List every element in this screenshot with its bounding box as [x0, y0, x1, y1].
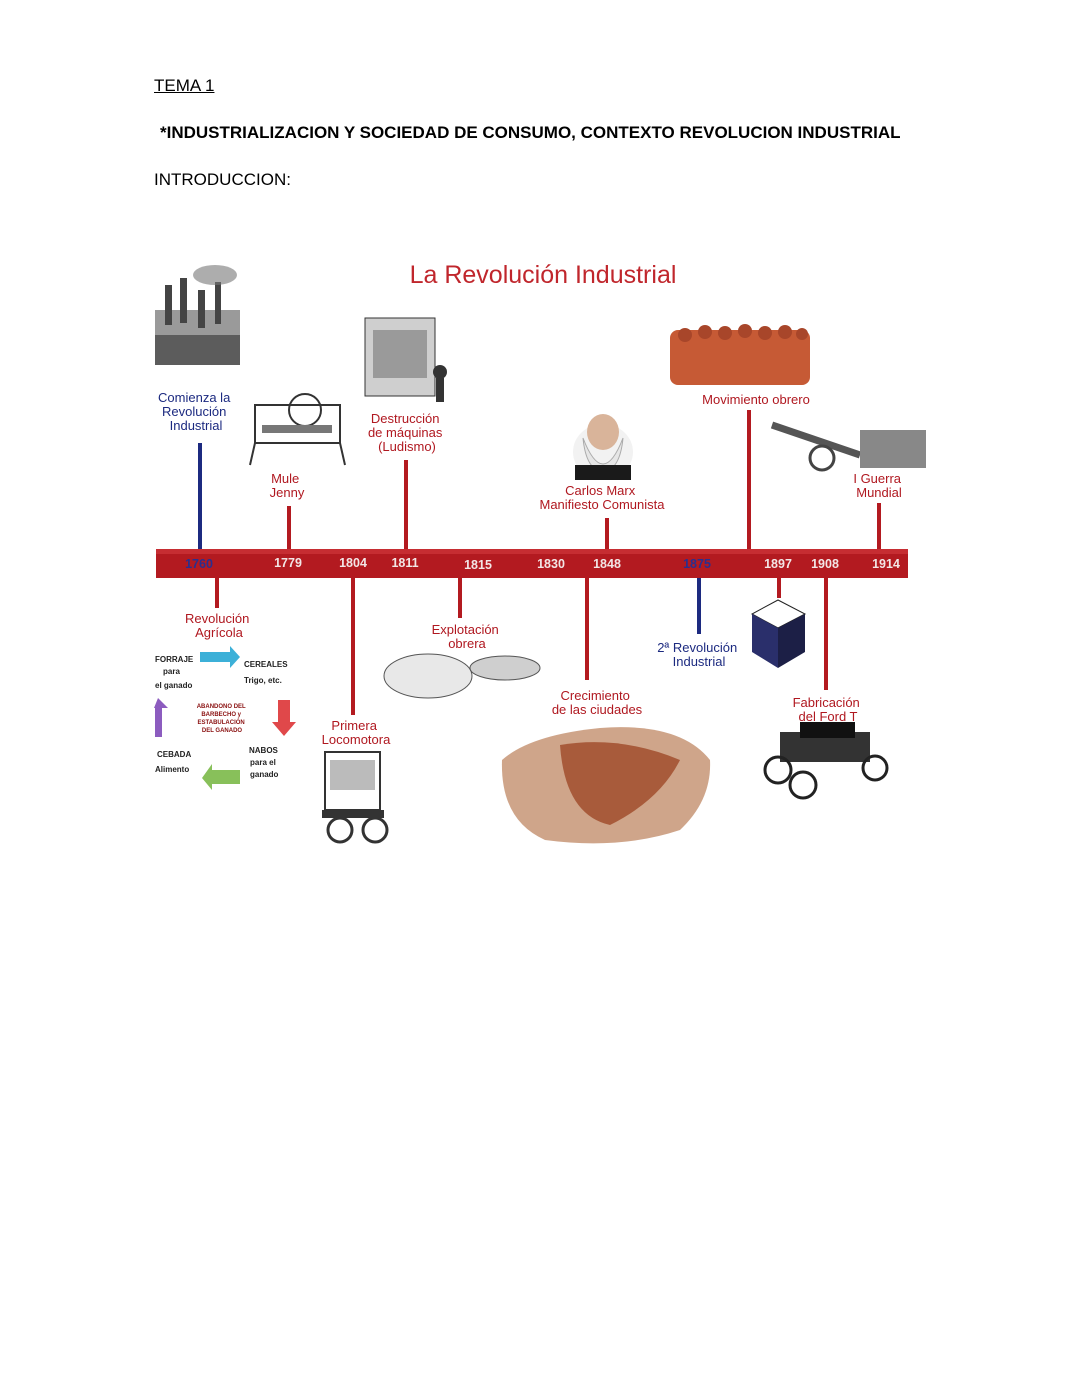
- year-1914: 1914: [872, 557, 900, 571]
- connector-lines: [198, 410, 881, 715]
- cycle-cereales: CEREALES Trigo, etc.: [244, 660, 290, 685]
- loom-image: [364, 317, 447, 402]
- label-comienza: Comienza la Revolución Industrial: [158, 390, 234, 433]
- year-1779: 1779: [274, 556, 302, 570]
- ford-t-image: [763, 722, 889, 800]
- label-locomotora: Primera Locomotora: [322, 718, 391, 747]
- year-1897: 1897: [764, 557, 792, 571]
- workers-crowd-image: [670, 324, 810, 385]
- label-guerra: I Guerra Mundial: [853, 471, 904, 500]
- label-movimiento: Movimiento obrero: [702, 392, 810, 407]
- label-agricola: Revolución Agrícola: [185, 611, 253, 640]
- label-marx: Carlos Marx Manifiesto Comunista: [540, 483, 666, 512]
- arrow-up-icon: [154, 698, 168, 737]
- year-1875: 1875: [683, 557, 711, 571]
- label-explotacion: Explotación obrera: [432, 622, 503, 651]
- year-1811: 1811: [391, 556, 418, 570]
- label-segunda-revolucion: 2ª Revolución Industrial: [657, 640, 741, 669]
- year-1760: 1760: [185, 557, 213, 571]
- year-1830: 1830: [537, 557, 565, 571]
- label-mule-jenny: Mule Jenny: [270, 471, 305, 500]
- cycle-cebada: CEBADA Alimento: [155, 750, 193, 774]
- cycle-forraje: FORRAJE para el ganado: [155, 655, 195, 690]
- cube-image: [750, 599, 807, 668]
- crop-rotation-cycle: FORRAJE para el ganado CEREALES Trigo, e…: [154, 646, 296, 790]
- label-ciudades: Crecimiento de las ciudades: [552, 688, 643, 717]
- arrow-right-icon: [200, 646, 240, 668]
- year-1804: 1804: [339, 556, 367, 570]
- locomotive-image: [322, 751, 389, 844]
- artillery-image: [770, 421, 926, 472]
- exploited-worker-image: [383, 653, 541, 699]
- year-1908: 1908: [811, 557, 839, 571]
- city-map-image: [501, 727, 711, 844]
- year-1848: 1848: [593, 557, 621, 571]
- mule-jenny-image: [249, 393, 346, 466]
- document-title: *INDUSTRIALIZACION Y SOCIEDAD DE CONSUMO…: [160, 123, 901, 142]
- label-ludismo: Destrucción de máquinas (Ludismo): [368, 411, 446, 454]
- arrow-down-icon: [272, 700, 296, 736]
- year-1815: 1815: [464, 558, 492, 572]
- figure-title: La Revolución Industrial: [410, 261, 677, 289]
- cycle-nabos: NABOS para el ganado: [249, 746, 280, 779]
- label-ford: Fabricación del Ford T: [793, 695, 864, 724]
- section-heading: INTRODUCCION:: [154, 170, 291, 189]
- arrow-left-icon: [202, 764, 240, 790]
- tema-heading: TEMA 1: [154, 76, 215, 95]
- marx-portrait: [573, 414, 633, 480]
- cycle-abandono: ABANDONO DEL BARBECHO y ESTABULACIÓN DEL…: [197, 704, 248, 734]
- factory-image: [155, 265, 240, 365]
